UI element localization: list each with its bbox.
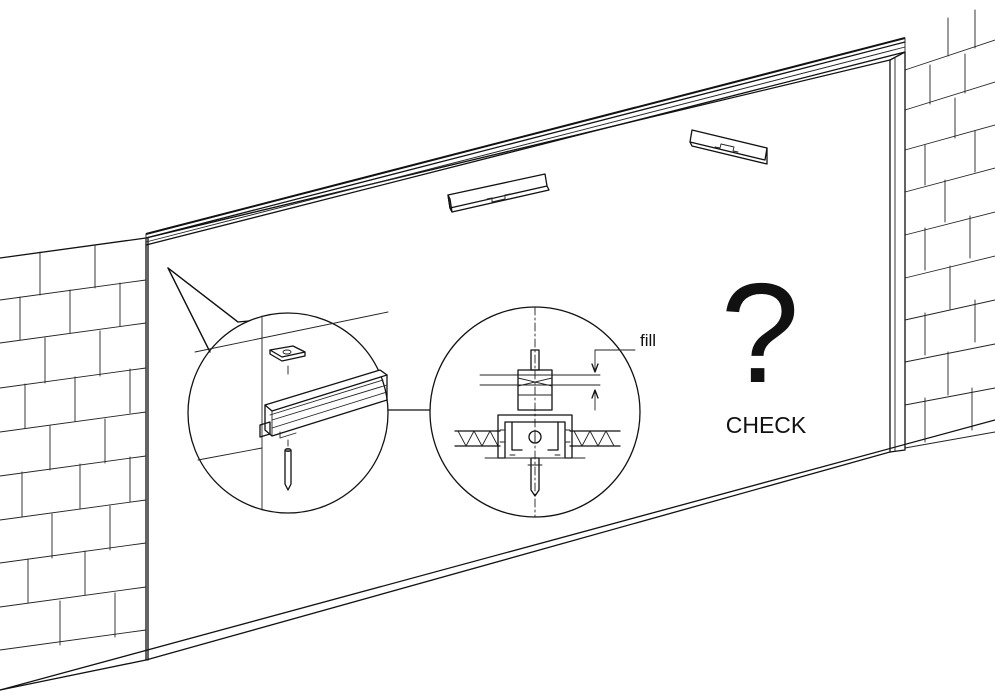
floor (0, 419, 995, 691)
check-label: CHECK (726, 412, 807, 438)
wall-bracket-right (689, 129, 768, 165)
fill-label: fill (640, 331, 656, 350)
top-track-rail (145, 37, 906, 246)
wall-bracket-left (447, 173, 550, 213)
glass-panel (145, 51, 906, 661)
left-brick-wall (0, 237, 147, 691)
detail-callout-left (167, 267, 389, 514)
section-detail-circle (429, 306, 641, 518)
question-mark-icon: ? (721, 254, 800, 413)
right-brick-wall (904, 9, 995, 449)
